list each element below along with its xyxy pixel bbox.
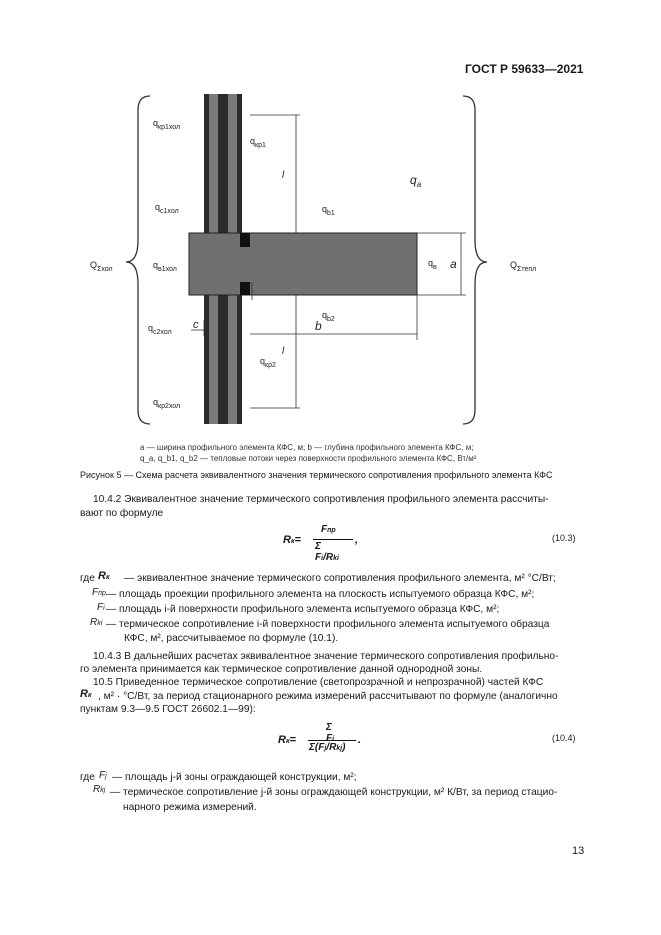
paragraph-10-4-2-line-2: вают по формуле (80, 508, 164, 519)
where1-line-2: — площадь проекции профильного элемента … (106, 589, 535, 600)
symbol-F-pr: Fпр (92, 587, 106, 598)
label-q-c1-hol: qc1хол (155, 202, 179, 215)
where2-line-3: нарного режима измерений. (123, 802, 257, 813)
symbol-F-j: Fj (99, 770, 107, 781)
equation-number-10-4: (10.4) (552, 733, 576, 743)
label-q-b2: qb2 (322, 310, 335, 323)
paragraph-10-4-3-line-1: 10.4.3 В дальнейших расчетах эквивалентн… (93, 651, 559, 662)
dim-label-b: b (315, 319, 322, 333)
where2-line-2: — термическое сопротивление j-й зоны огр… (110, 787, 558, 798)
label-Q-hol: QΣхол (90, 260, 113, 273)
figure-caption: Рисунок 5 — Схема расчета эквивалентного… (80, 470, 553, 480)
label-q-kr1: qкр1 (250, 136, 266, 149)
where-lead-1: где (80, 573, 95, 584)
label-Q-tepl: QΣтепл (510, 260, 536, 273)
where2-line-1: — площадь j-й зоны ограждающей конструкц… (112, 772, 357, 783)
paragraph-10-5-line-3: пунктам 9.3—9.5 ГОСТ 26602.1—99): (80, 704, 256, 715)
paragraph-10-4-3-line-2: го элемента принимается как термическое … (80, 664, 483, 675)
symbol-R-k-eq: Rк (98, 570, 110, 582)
where1-line-4: — термическое сопротивление i-й поверхно… (106, 619, 550, 630)
where1-line-3: — площадь i-й поверхности профильного эл… (106, 604, 500, 615)
figure-legend-line-2: q_a, q_b1, q_b2 — тепловые потоки через … (140, 454, 477, 463)
label-q-b1: qb1 (322, 204, 335, 217)
figure-5-diagram: qкр1хол qc1хол qв1хол qc2хол qкр2хол QΣх… (90, 94, 536, 425)
label-q-v: qв (428, 258, 437, 271)
symbol-R-kj: Rkj (93, 784, 106, 795)
paragraph-10-5-line-2: , м² · °С/Вт, за период стационарного ре… (98, 691, 558, 702)
where1-line-1: — эквивалентное значение термического со… (124, 573, 556, 584)
label-q-a: qa (410, 173, 422, 189)
symbol-R-k-pr: Rк (80, 688, 92, 700)
symbol-F-i: Fi (97, 602, 105, 613)
equation-number-10-3: (10.3) (552, 533, 576, 543)
label-q-v1-hol: qв1хол (153, 260, 177, 273)
figure-legend-line-1: а — ширина профильного элемента КФС, м; … (140, 443, 474, 452)
where1-line-5: КФС, м², рассчитываемое по формуле (10.1… (124, 633, 339, 644)
symbol-R-ki: Rki (90, 617, 103, 628)
page-number: 13 (572, 845, 585, 857)
standard-header: ГОСТ Р 59633—2021 (465, 62, 584, 76)
dim-label-l-top: l (282, 170, 285, 181)
dim-label-c: c (193, 319, 199, 331)
dim-label-a: a (450, 257, 457, 271)
dim-label-l-bottom: l (282, 346, 285, 357)
label-q-kr2-hol: qкр2хол (153, 397, 180, 410)
label-q-kr1-hol: qкр1хол (153, 118, 180, 131)
label-q-c2-hol: qc2хол (148, 323, 172, 336)
paragraph-10-5-line-1: 10.5 Приведенное термическое сопротивлен… (93, 677, 544, 688)
label-q-kr2: qкр2 (260, 356, 276, 369)
where-lead-2: где (80, 772, 95, 783)
paragraph-10-4-2-line-1: 10.4.2 Эквивалентное значение термическо… (93, 494, 549, 505)
